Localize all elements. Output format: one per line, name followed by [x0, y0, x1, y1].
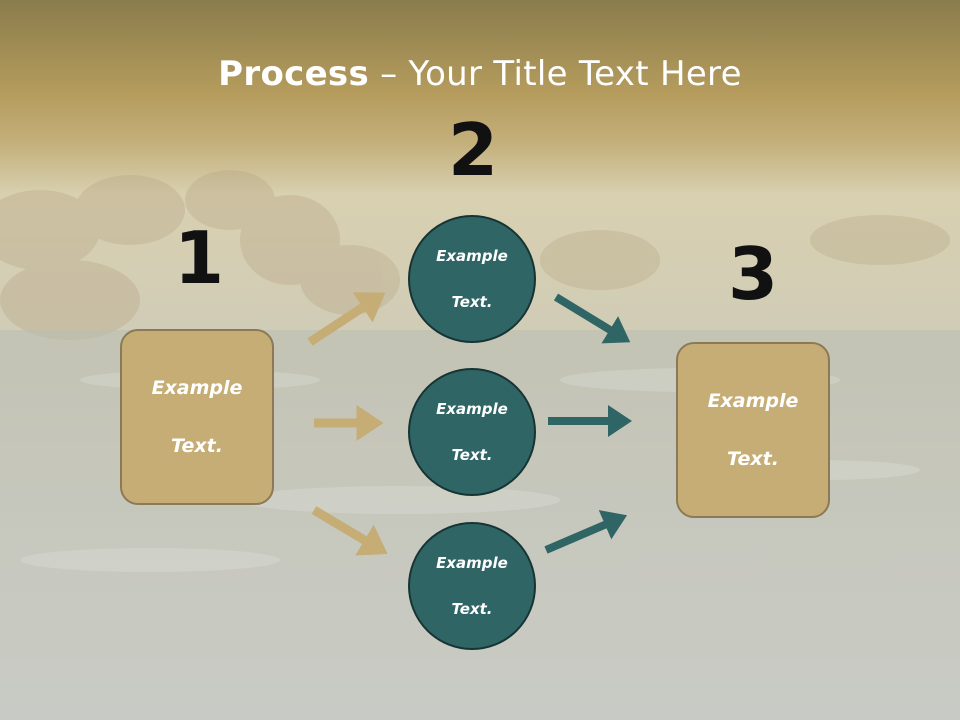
- circle-middle-line1: Example: [436, 399, 508, 418]
- right-box-line2: Text.: [727, 447, 779, 470]
- arrow-icon: [307, 292, 386, 346]
- step-number-1: 1: [173, 216, 225, 300]
- circle-top-line2: Text.: [451, 292, 493, 311]
- left-box-line2: Text.: [171, 434, 223, 457]
- arrow-icon: [544, 510, 628, 554]
- title-rest: – Your Title Text Here: [369, 54, 742, 94]
- circle-middle-line2: Text.: [451, 445, 493, 464]
- circle-top-line1: Example: [436, 246, 508, 265]
- left-box-line1: Example: [151, 376, 243, 399]
- title-bold: Process: [218, 54, 370, 94]
- step-number-2: 2: [447, 108, 499, 192]
- right-box-line1: Example: [707, 389, 799, 412]
- circle-bottom-line1: Example: [436, 553, 508, 572]
- arrow-icon: [311, 506, 388, 556]
- slide-title: Process – Your Title Text Here: [0, 52, 960, 96]
- circle-bottom-line2: Text.: [451, 599, 493, 618]
- arrow-icon: [553, 293, 631, 344]
- step-number-3: 3: [727, 232, 779, 316]
